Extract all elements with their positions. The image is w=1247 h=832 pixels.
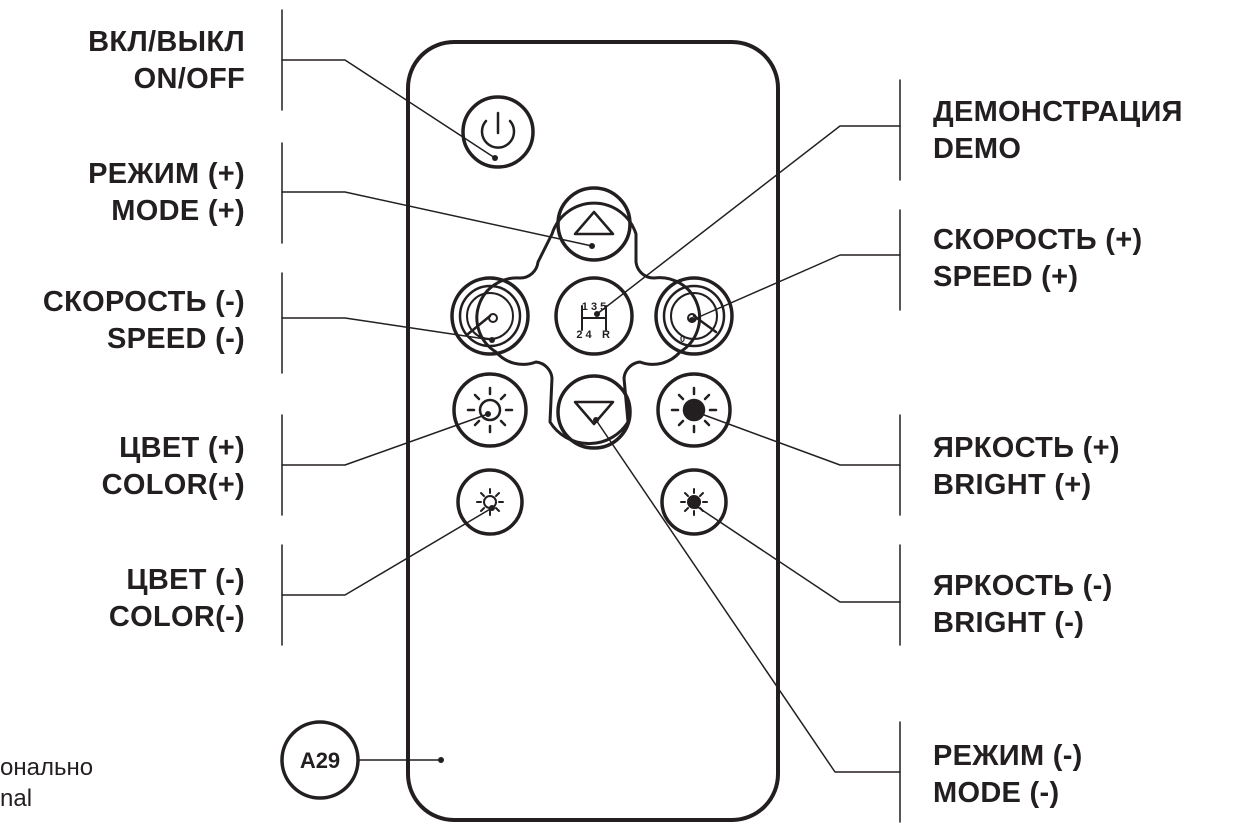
power-button: [461, 95, 535, 169]
cut-off-text-line2: nal: [0, 785, 33, 812]
color-down-button: [456, 468, 524, 536]
label-speed-down: СКОРОСТЬ (-) SPEED (-): [43, 284, 245, 358]
gauge-zero-label: 0: [680, 334, 685, 344]
label-color-up-en: COLOR(+): [101, 469, 245, 501]
label-power: ВКЛ/ВЫКЛ ON/OFF: [88, 24, 245, 98]
label-bright-down-ru: ЯРКОСТЬ (-): [933, 570, 1113, 602]
mode-down-button: [556, 374, 632, 450]
color-up-button: [452, 372, 528, 448]
label-bright-down: ЯРКОСТЬ (-) BRIGHT (-): [933, 568, 1113, 642]
label-color-down-ru: ЦВЕТ (-): [126, 564, 245, 596]
label-demo: ДЕМОНСТРАЦИЯ DEMO: [933, 94, 1183, 168]
cut-off-text-line1: онально: [0, 754, 94, 781]
label-demo-en: DEMO: [933, 133, 1022, 165]
label-mode-up-ru: РЕЖИМ (+): [88, 158, 245, 190]
label-mode-down-en: MODE (-): [933, 777, 1060, 809]
gearshift-icon: [581, 305, 607, 331]
leader-lines: [281, 59, 901, 773]
mode-up-button: [556, 186, 632, 262]
label-speed-down-en: SPEED (-): [106, 323, 245, 355]
label-demo-ru: ДЕМОНСТРАЦИЯ: [933, 96, 1183, 128]
remote-body: [406, 40, 780, 822]
label-mode-down: РЕЖИМ (-) MODE (-): [933, 738, 1083, 812]
label-speed-up-en: SPEED (+): [933, 261, 1079, 293]
demo-button: 1 3 5 2 4 R: [554, 276, 634, 356]
gear-numbers-bottom-right: R: [602, 329, 610, 341]
label-color-down-en: COLOR(-): [108, 601, 245, 633]
label-bright-down-en: BRIGHT (-): [933, 607, 1085, 639]
button-cluster-outline: [475, 201, 702, 446]
cut-off-text: онально nal: [0, 752, 93, 814]
label-speed-down-ru: СКОРОСТЬ (-): [42, 286, 245, 318]
label-color-up: ЦВЕТ (+) COLOR(+): [102, 430, 245, 504]
triangle-down-icon: [573, 400, 615, 426]
label-mode-up-en: MODE (+): [111, 195, 245, 227]
label-color-down: ЦВЕТ (-) COLOR(-): [109, 562, 245, 636]
label-speed-up-ru: СКОРОСТЬ (+): [933, 224, 1143, 256]
power-icon: [480, 111, 516, 149]
label-color-up-ru: ЦВЕТ (+): [119, 432, 245, 464]
leader-dots: [438, 155, 699, 763]
label-bright-up-ru: ЯРКОСТЬ (+): [933, 432, 1120, 464]
triangle-up-icon: [573, 210, 615, 236]
gear-numbers-bottom-left: 2 4: [576, 329, 592, 341]
separator-lines: [281, 9, 901, 823]
label-power-en: ON/OFF: [133, 63, 245, 95]
label-mode-up: РЕЖИМ (+) MODE (+): [88, 156, 245, 230]
model-badge: A29: [280, 720, 360, 800]
label-speed-up: СКОРОСТЬ (+) SPEED (+): [933, 222, 1142, 296]
bright-down-button: [660, 468, 728, 536]
speed-up-button: 0: [654, 276, 734, 356]
model-badge-text: A29: [300, 748, 340, 773]
label-bright-up: ЯРКОСТЬ (+) BRIGHT (+): [933, 430, 1120, 504]
sun-icon: [478, 398, 502, 422]
gear-numbers-top: 1 3 5: [582, 301, 606, 313]
label-mode-down-ru: РЕЖИМ (-): [933, 740, 1083, 772]
label-bright-up-en: BRIGHT (+): [933, 469, 1092, 501]
label-power-ru: ВКЛ/ВЫКЛ: [88, 26, 245, 58]
